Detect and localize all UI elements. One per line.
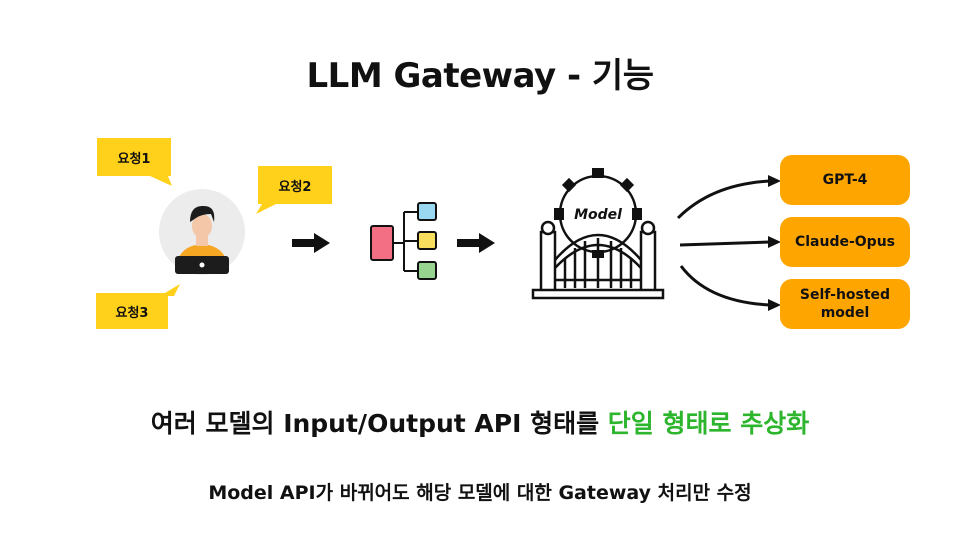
request-bubble-3: 요청3 [96, 293, 168, 329]
summary-plain-text: 여러 모델의 Input/Output API 형태를 [150, 409, 608, 438]
summary-line: 여러 모델의 Input/Output API 형태를 단일 형태로 추상화 [0, 404, 960, 440]
route-arrow-gpt4 [676, 179, 771, 220]
route-arrows [676, 179, 771, 307]
request-bubble-1: 요청1 [97, 138, 171, 176]
user-icon [159, 189, 245, 275]
bubble-tail-2 [256, 204, 276, 214]
model-gpt4-box: GPT-4 [780, 155, 910, 205]
model-self-hosted-box: Self-hosted model [780, 279, 910, 329]
model-claude-opus-box: Claude-Opus [780, 217, 910, 267]
request-bubble-2: 요청2 [258, 166, 332, 204]
slide-title: LLM Gateway - 기능 [306, 56, 654, 96]
bubble-tail-1 [150, 176, 172, 186]
route-arrow-claude [679, 240, 771, 247]
arrowhead-icon [768, 175, 781, 187]
arrow-right-icon [457, 233, 495, 253]
arrow-right-icon [292, 233, 330, 253]
route-arrow-selfhosted [679, 265, 771, 307]
gateway-gate-icon [531, 168, 665, 300]
arrowhead-icon [768, 236, 781, 248]
summary-highlight-text: 단일 형태로 추상화 [607, 409, 810, 438]
gate-model-label: Model [574, 207, 622, 223]
router-tree-icon [370, 202, 437, 280]
footnote-text: Model API가 바뀌어도 해당 모델에 대한 Gateway 처리만 수정 [208, 482, 752, 504]
arrowhead-icon [768, 299, 781, 311]
